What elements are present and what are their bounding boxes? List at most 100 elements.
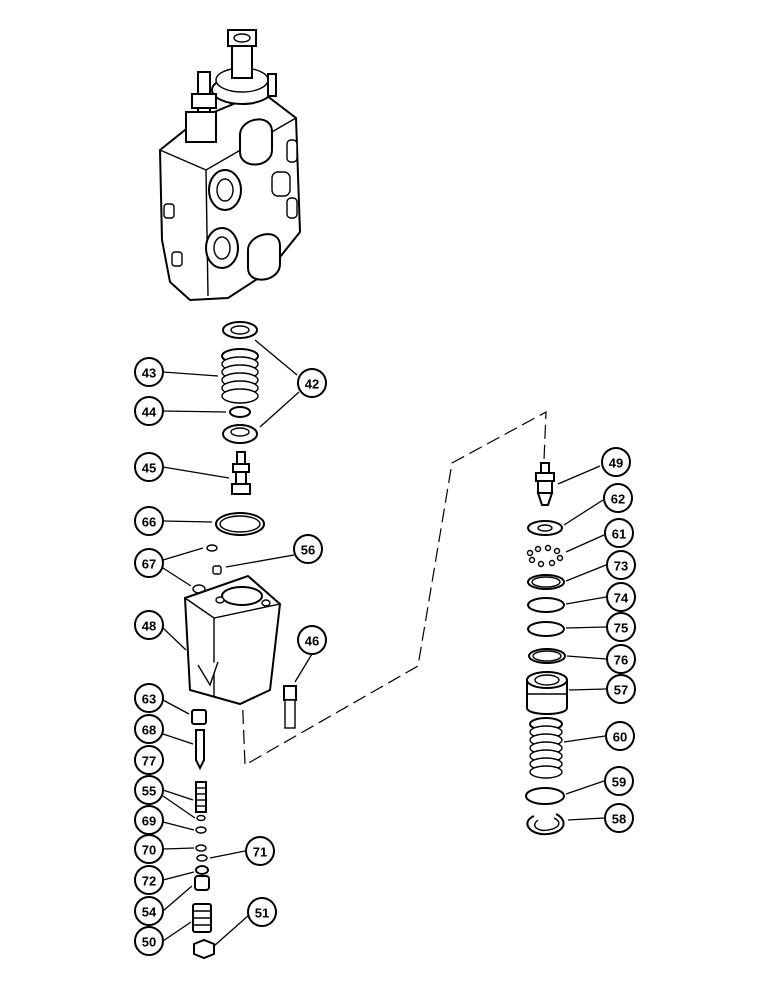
spring-43 [221, 348, 259, 404]
callout-circle [134, 775, 164, 805]
callout-42: 42 [297, 368, 327, 398]
callout-67: 67 [134, 548, 164, 578]
leader-lines [162, 339, 607, 947]
callout-circle [247, 897, 277, 927]
right-column-parts [525, 462, 568, 836]
callout-number: 49 [609, 456, 623, 471]
o-ring-75 [527, 621, 565, 637]
callout-number: 71 [253, 845, 267, 860]
callout-70: 70 [134, 834, 164, 864]
plug-56 [212, 565, 222, 575]
callout-circle [134, 683, 164, 713]
washer-71 [196, 854, 208, 862]
callout-circle [134, 745, 164, 775]
callout-number: 72 [142, 874, 156, 889]
callout-number: 51 [255, 906, 269, 921]
washer-44 [229, 406, 251, 418]
left-column-parts [183, 321, 297, 960]
callout-number: 68 [142, 723, 156, 738]
washer-55 [196, 814, 206, 822]
nut-51 [193, 938, 215, 960]
pin-68 [195, 729, 205, 771]
callout-number: 69 [142, 814, 156, 829]
callout-circle [134, 896, 164, 926]
callout-circle [134, 548, 164, 578]
poppet-49 [535, 462, 555, 506]
callout-circle [293, 534, 323, 564]
callout-number: 66 [142, 515, 156, 530]
callout-number: 76 [614, 653, 628, 668]
callout-46: 46 [297, 625, 327, 655]
callout-73: 73 [606, 550, 636, 580]
callout-number: 70 [142, 843, 156, 858]
callout-number: 67 [142, 557, 156, 572]
callout-71: 71 [245, 836, 275, 866]
callout-number: 57 [614, 683, 628, 698]
plug-63 [191, 709, 207, 725]
callout-number: 43 [142, 366, 156, 381]
callout-57: 57 [606, 674, 636, 704]
callout-60: 60 [605, 721, 635, 751]
callout-48: 48 [134, 610, 164, 640]
callout-61: 61 [604, 518, 634, 548]
callout-circle [134, 610, 164, 640]
callout-number: 48 [142, 619, 156, 634]
callout-number: 56 [301, 543, 315, 558]
callout-63: 63 [134, 683, 164, 713]
callout-circle [606, 582, 636, 612]
callout-circle [134, 452, 164, 482]
callout-number: 54 [142, 905, 157, 920]
callout-circle [134, 714, 164, 744]
balls-61 [526, 544, 564, 568]
callout-number: 75 [614, 621, 628, 636]
part-54 [194, 875, 210, 891]
callout-68: 68 [134, 714, 164, 744]
callout-number: 46 [305, 634, 319, 649]
callout-number: 61 [612, 527, 626, 542]
callout-circle [297, 368, 327, 398]
callout-76: 76 [606, 644, 636, 674]
callout-number: 58 [612, 812, 626, 827]
callout-59: 59 [604, 766, 634, 796]
callout-43: 43 [134, 357, 164, 387]
callout-circle [606, 550, 636, 580]
callout-75: 75 [606, 612, 636, 642]
connection-dashed-line [241, 410, 547, 767]
callout-69: 69 [134, 805, 164, 835]
washer-69 [195, 826, 207, 834]
callout-circle [601, 447, 631, 477]
callout-circle [134, 865, 164, 895]
callout-number: 44 [142, 405, 157, 420]
callout-number: 77 [142, 754, 156, 769]
callout-circle [245, 836, 275, 866]
callout-circle [134, 926, 164, 956]
spring-50 [192, 903, 212, 933]
callout-circle [606, 612, 636, 642]
callout-number: 73 [614, 559, 628, 574]
callout-circle [604, 803, 634, 833]
callout-58: 58 [604, 803, 634, 833]
callout-circle [134, 834, 164, 864]
spring-77 [195, 781, 207, 813]
callout-circle [134, 506, 164, 536]
o-ring-74 [527, 597, 565, 613]
callout-number: 42 [305, 377, 319, 392]
callout-number: 63 [142, 692, 156, 707]
callout-circle [603, 483, 633, 513]
callout-62: 62 [603, 483, 633, 513]
callout-72: 72 [134, 865, 164, 895]
valve-body-assembly [158, 29, 302, 302]
callout-45: 45 [134, 452, 164, 482]
callout-number: 45 [142, 461, 156, 476]
spring-60 [529, 717, 563, 779]
disc-59 [525, 787, 565, 805]
callout-circle [604, 766, 634, 796]
callout-number: 50 [142, 935, 156, 950]
callout-circle [606, 674, 636, 704]
callout-number: 60 [613, 730, 627, 745]
callout-74: 74 [606, 582, 636, 612]
callout-56: 56 [293, 534, 323, 564]
callout-number: 55 [142, 784, 156, 799]
callout-circle [604, 518, 634, 548]
